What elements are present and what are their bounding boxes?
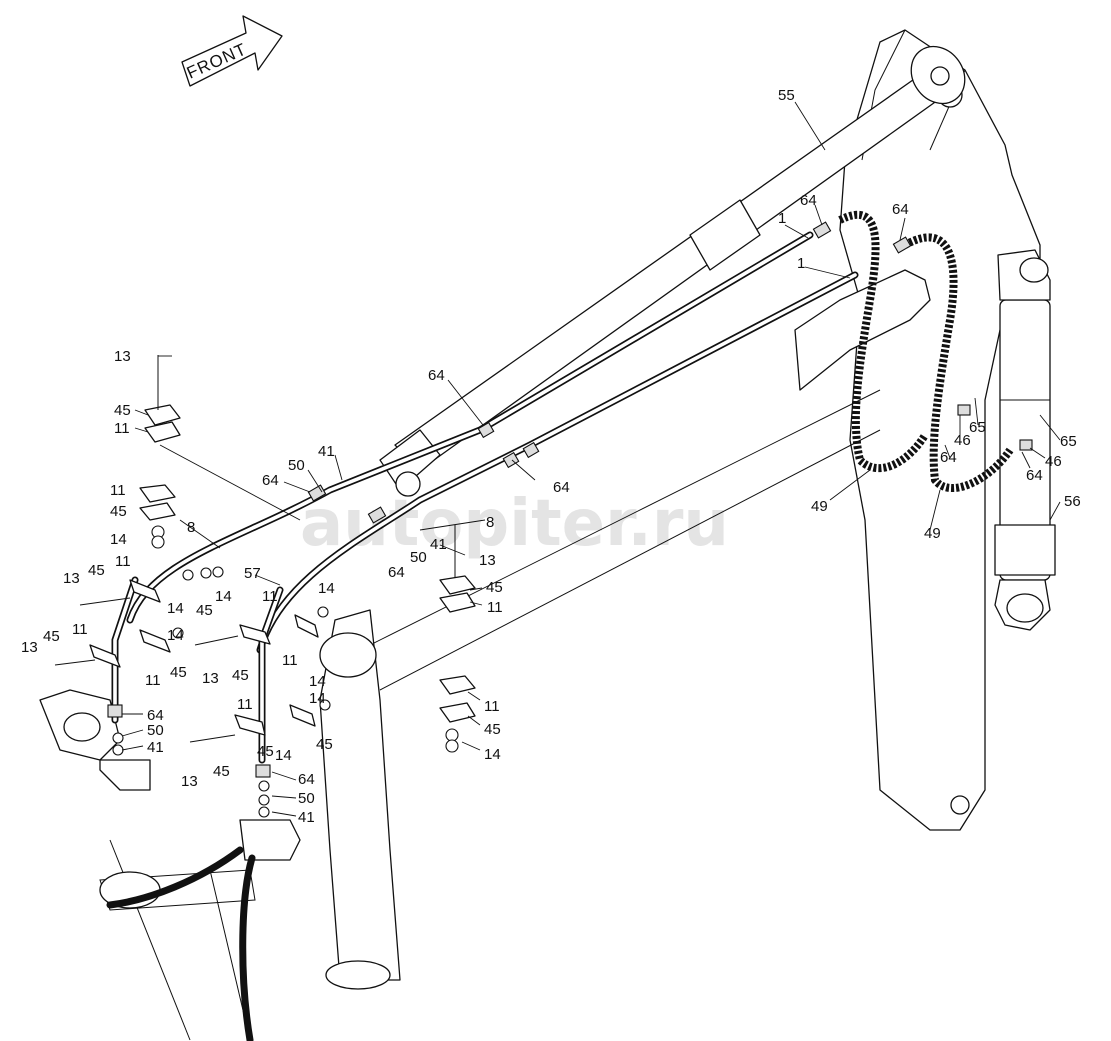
fittings bbox=[107, 221, 1033, 818]
callout-45: 45 bbox=[88, 562, 105, 579]
callout-13: 13 bbox=[114, 348, 131, 365]
callout-45: 45 bbox=[484, 721, 501, 738]
callout-45: 45 bbox=[232, 667, 249, 684]
callout-14: 14 bbox=[167, 627, 184, 644]
callout-11: 11 bbox=[72, 621, 88, 638]
callout-50: 50 bbox=[410, 549, 427, 566]
callout-13: 13 bbox=[479, 552, 496, 569]
coiled-hoses bbox=[838, 210, 1014, 493]
callout-11: 11 bbox=[110, 482, 126, 499]
callout-labels: 55 64 1 64 1 64 41 50 64 8 41 50 64 64 1… bbox=[21, 87, 1081, 826]
callout-57: 57 bbox=[244, 565, 261, 582]
callout-64: 64 bbox=[940, 449, 957, 466]
callout-14: 14 bbox=[318, 580, 335, 597]
callout-13: 13 bbox=[63, 570, 80, 587]
callout-64: 64 bbox=[147, 707, 164, 724]
callout-46: 46 bbox=[954, 432, 971, 449]
callout-14: 14 bbox=[275, 747, 292, 764]
callout-46: 46 bbox=[1045, 453, 1062, 470]
watermark-text: autopiter.ru bbox=[300, 487, 729, 561]
callout-65: 65 bbox=[969, 419, 986, 436]
callout-64: 64 bbox=[1026, 467, 1043, 484]
callout-1: 1 bbox=[778, 210, 786, 227]
callout-64: 64 bbox=[298, 771, 315, 788]
callout-14: 14 bbox=[110, 531, 127, 548]
callout-50: 50 bbox=[288, 457, 305, 474]
callout-64: 64 bbox=[892, 201, 909, 218]
callout-1: 1 bbox=[797, 255, 805, 272]
callout-56: 56 bbox=[1064, 493, 1081, 510]
callout-64: 64 bbox=[800, 192, 817, 209]
callout-11: 11 bbox=[484, 698, 500, 715]
lower-hoses bbox=[106, 576, 284, 1041]
callout-11: 11 bbox=[237, 696, 253, 713]
callout-8: 8 bbox=[187, 519, 195, 536]
clamps bbox=[54, 355, 476, 753]
callout-14: 14 bbox=[309, 690, 326, 707]
callout-49: 49 bbox=[924, 525, 941, 542]
callout-50: 50 bbox=[147, 722, 164, 739]
callout-55: 55 bbox=[778, 87, 795, 104]
callout-11: 11 bbox=[487, 599, 503, 616]
callout-45: 45 bbox=[316, 736, 333, 753]
callout-64: 64 bbox=[553, 479, 570, 496]
callout-45: 45 bbox=[170, 664, 187, 681]
callout-64: 64 bbox=[262, 472, 279, 489]
callout-14: 14 bbox=[309, 673, 326, 690]
boom-foot bbox=[39, 609, 401, 1041]
callout-11: 11 bbox=[262, 588, 278, 605]
callout-64: 64 bbox=[388, 564, 405, 581]
callout-13: 13 bbox=[202, 670, 219, 687]
leader-lines bbox=[121, 101, 1061, 817]
front-arrow: FRONT bbox=[181, 15, 283, 87]
callout-64: 64 bbox=[428, 367, 445, 384]
callout-49: 49 bbox=[811, 498, 828, 515]
callout-14: 14 bbox=[167, 600, 184, 617]
callout-41: 41 bbox=[147, 739, 164, 756]
callout-11: 11 bbox=[282, 652, 298, 669]
callout-45: 45 bbox=[257, 743, 274, 760]
callout-8: 8 bbox=[486, 514, 494, 531]
callout-45: 45 bbox=[43, 628, 60, 645]
callout-41: 41 bbox=[318, 443, 335, 460]
callout-45: 45 bbox=[196, 602, 213, 619]
callout-45: 45 bbox=[110, 503, 127, 520]
callout-11: 11 bbox=[145, 672, 161, 689]
callout-13: 13 bbox=[181, 773, 198, 790]
callout-11: 11 bbox=[115, 553, 131, 570]
callout-45: 45 bbox=[114, 402, 131, 419]
callout-65: 65 bbox=[1060, 433, 1077, 450]
callout-41: 41 bbox=[298, 809, 315, 826]
callout-45: 45 bbox=[213, 763, 230, 780]
callout-13: 13 bbox=[21, 639, 38, 656]
callout-45: 45 bbox=[486, 579, 503, 596]
callout-41: 41 bbox=[430, 536, 447, 553]
callout-50: 50 bbox=[298, 790, 315, 807]
callout-11: 11 bbox=[114, 420, 130, 437]
callout-14: 14 bbox=[215, 588, 232, 605]
callout-14: 14 bbox=[484, 746, 501, 763]
